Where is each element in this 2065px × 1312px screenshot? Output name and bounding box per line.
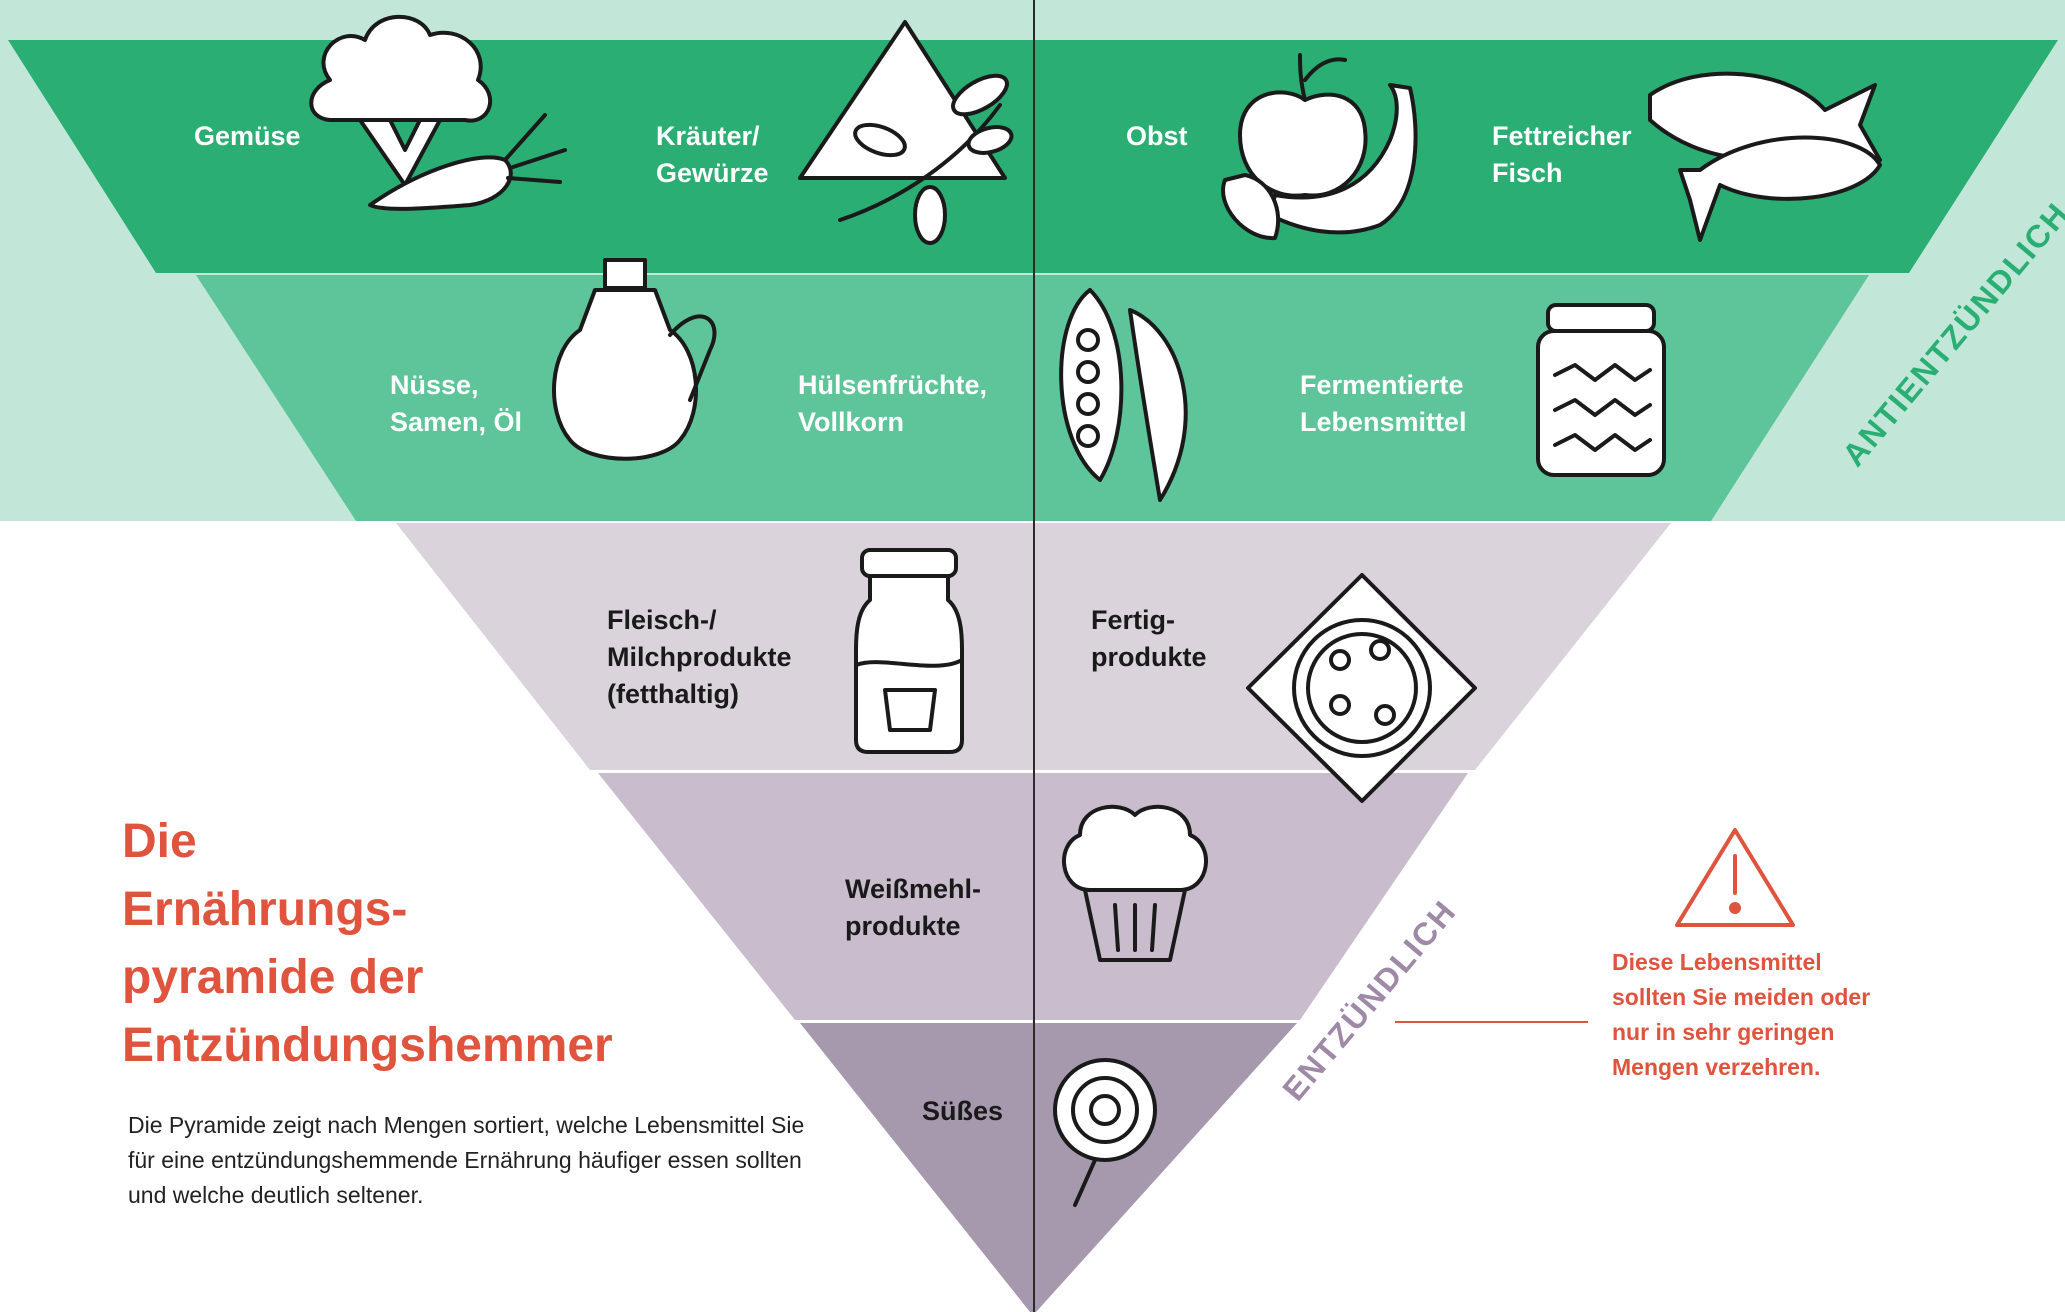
food-label-fermentiert: Fermentierte Lebensmittel (1300, 370, 1467, 437)
food-label-gemuese: Gemüse (194, 121, 301, 151)
food-label-fisch: Fettreicher Fisch (1492, 121, 1632, 188)
fish-icon (1648, 71, 1882, 242)
muffin-icon (1062, 804, 1208, 962)
warning-text: Diese Lebensmittel sollten Sie meiden od… (1612, 949, 1871, 1080)
milk-bottle-icon (854, 548, 964, 754)
description-text: Die Pyramide zeigt nach Mengen sortiert,… (128, 1112, 805, 1208)
food-label-obst: Obst (1126, 121, 1188, 151)
food-label-fertigprodukte: Fertig- produkte (1091, 605, 1207, 672)
food-label-kraeuter: Kräuter/ Gewürze (656, 121, 769, 188)
tier-5 (800, 1023, 1297, 1312)
food-label-weissmehl: Weißmehl- produkte (845, 874, 982, 941)
food-label-huelsenfruechte: Hülsenfrüchte, Vollkorn (798, 370, 988, 437)
jar-icon (1536, 303, 1666, 477)
food-label-fleisch-milch: Fleisch-/ Milchprodukte (fetthaltig) (607, 605, 792, 709)
pizza-icon (1246, 573, 1477, 803)
herbs-icon (798, 20, 1014, 245)
food-label-suesses: Süßes (922, 1096, 1004, 1126)
lollipop-icon (1053, 1058, 1157, 1207)
page-title: Die Ernährungs- pyramide der Entzündungs… (122, 815, 613, 1072)
oil-bottle-icon (552, 258, 717, 461)
food-label-nuesse: Nüsse, Samen, Öl (390, 370, 523, 437)
warning-triangle-icon (1675, 828, 1795, 927)
pea-pod-icon (1059, 288, 1188, 502)
fruit-icon (1221, 53, 1418, 241)
broccoli-carrot-icon (309, 14, 567, 211)
